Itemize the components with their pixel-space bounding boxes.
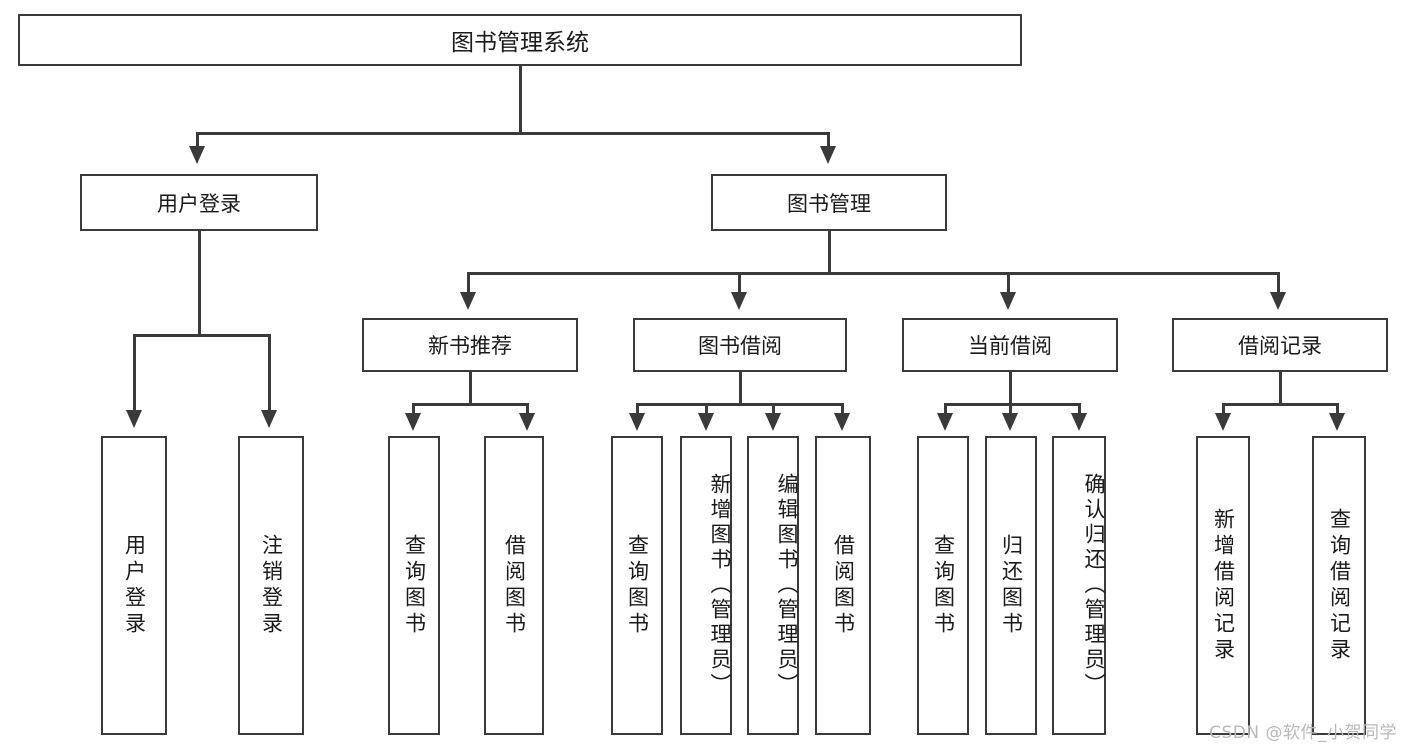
arrowhead-current-borrow xyxy=(1000,292,1016,310)
connector-current-borrow-bus xyxy=(944,403,1081,406)
connector-book-borrow-drop-1 xyxy=(636,403,639,417)
node-user-login[interactable]: 用户登录 xyxy=(80,174,318,231)
leaf-query-book-currentborrow[interactable]: 查询图书 xyxy=(917,436,969,735)
leaf-add-book-admin[interactable]: 新增图书（管理员） xyxy=(680,436,732,735)
connector-book-borrow-drop-4 xyxy=(841,403,844,417)
leaf-user-login[interactable]: 用户登录 xyxy=(101,436,167,735)
connector-new-book-drop-1 xyxy=(412,403,415,417)
node-current-borrow[interactable]: 当前借阅 xyxy=(902,318,1118,372)
connector-user-login-stem xyxy=(198,231,201,336)
connector-new-book-stem xyxy=(469,372,472,405)
connector-user-login-bus xyxy=(133,334,270,337)
arrowhead-leaf-add-borrow-record xyxy=(1215,413,1231,431)
connector-book-borrow-bus xyxy=(636,403,844,406)
arrowhead-leaf-query-book-1 xyxy=(405,413,421,431)
node-root-book-management-system[interactable]: 图书管理系统 xyxy=(18,14,1022,66)
connector-current-borrow-stem xyxy=(1009,372,1012,405)
arrowhead-leaf-query-borrow-record xyxy=(1329,413,1345,431)
arrowhead-borrow-record xyxy=(1270,292,1286,310)
connector-borrow-record-drop-1 xyxy=(1222,403,1225,417)
connector-current-borrow-drop-1 xyxy=(944,403,947,417)
connector-borrow-record-drop-2 xyxy=(1336,403,1339,417)
connector-level2-drop-4 xyxy=(1277,272,1280,296)
arrowhead-leaf-return-book xyxy=(1002,413,1018,431)
arrowhead-leaf-logout xyxy=(261,410,277,428)
connector-root-stem xyxy=(519,66,522,134)
connector-current-borrow-drop-3 xyxy=(1078,403,1081,417)
leaf-confirm-return-admin[interactable]: 确认归还（管理员） xyxy=(1052,436,1106,735)
arrowhead-book-borrow xyxy=(731,292,747,310)
leaf-return-book[interactable]: 归还图书 xyxy=(985,436,1037,735)
arrowhead-leaf-edit-book xyxy=(765,413,781,431)
node-new-book-recommend[interactable]: 新书推荐 xyxy=(362,318,578,372)
connector-level2-bus xyxy=(467,272,1280,275)
arrowhead-leaf-borrow-book-2 xyxy=(834,413,850,431)
connector-book-borrow-stem xyxy=(739,372,742,405)
connector-level2-drop-3 xyxy=(1007,272,1010,296)
connector-book-borrow-drop-3 xyxy=(772,403,775,417)
leaf-edit-book-admin[interactable]: 编辑图书（管理员） xyxy=(747,436,799,735)
connector-book-management-stem xyxy=(828,231,831,274)
leaf-logout[interactable]: 注销登录 xyxy=(238,436,304,735)
arrowhead-leaf-borrow-book-1 xyxy=(519,413,535,431)
arrowhead-leaf-add-book xyxy=(698,413,714,431)
connector-current-borrow-drop-2 xyxy=(1009,403,1012,417)
connector-book-borrow-drop-2 xyxy=(705,403,708,417)
connector-level2-drop-2 xyxy=(738,272,741,296)
leaf-borrow-book-bookborrow[interactable]: 借阅图书 xyxy=(815,436,871,735)
leaf-query-book-bookborrow[interactable]: 查询图书 xyxy=(611,436,663,735)
leaf-query-borrow-record[interactable]: 查询借阅记录 xyxy=(1312,436,1366,735)
connector-new-book-bus xyxy=(412,403,529,406)
arrowhead-leaf-user-login xyxy=(126,410,142,428)
node-book-management[interactable]: 图书管理 xyxy=(711,174,947,231)
arrowhead-user-login xyxy=(189,146,205,164)
arrowhead-new-book-recommend xyxy=(460,292,476,310)
leaf-add-borrow-record[interactable]: 新增借阅记录 xyxy=(1196,436,1250,735)
connector-borrow-record-bus xyxy=(1222,403,1339,406)
node-book-borrow[interactable]: 图书借阅 xyxy=(633,318,847,372)
connector-level2-drop-1 xyxy=(467,272,470,296)
connector-new-book-drop-2 xyxy=(526,403,529,417)
node-borrow-record[interactable]: 借阅记录 xyxy=(1172,318,1388,372)
connector-root-to-user-login xyxy=(196,132,199,150)
connector-borrow-record-stem xyxy=(1279,372,1282,405)
leaf-query-book-newbook[interactable]: 查询图书 xyxy=(388,436,440,735)
connector-user-login-drop-1 xyxy=(133,334,136,412)
connector-root-bus xyxy=(196,132,830,135)
arrowhead-leaf-query-book-2 xyxy=(629,413,645,431)
leaf-borrow-book-newbook[interactable]: 借阅图书 xyxy=(484,436,544,735)
arrowhead-leaf-confirm-return xyxy=(1071,413,1087,431)
arrowhead-book-management xyxy=(820,146,836,164)
connector-user-login-drop-2 xyxy=(268,334,271,412)
connector-root-to-book-management xyxy=(827,132,830,150)
arrowhead-leaf-query-book-3 xyxy=(937,413,953,431)
